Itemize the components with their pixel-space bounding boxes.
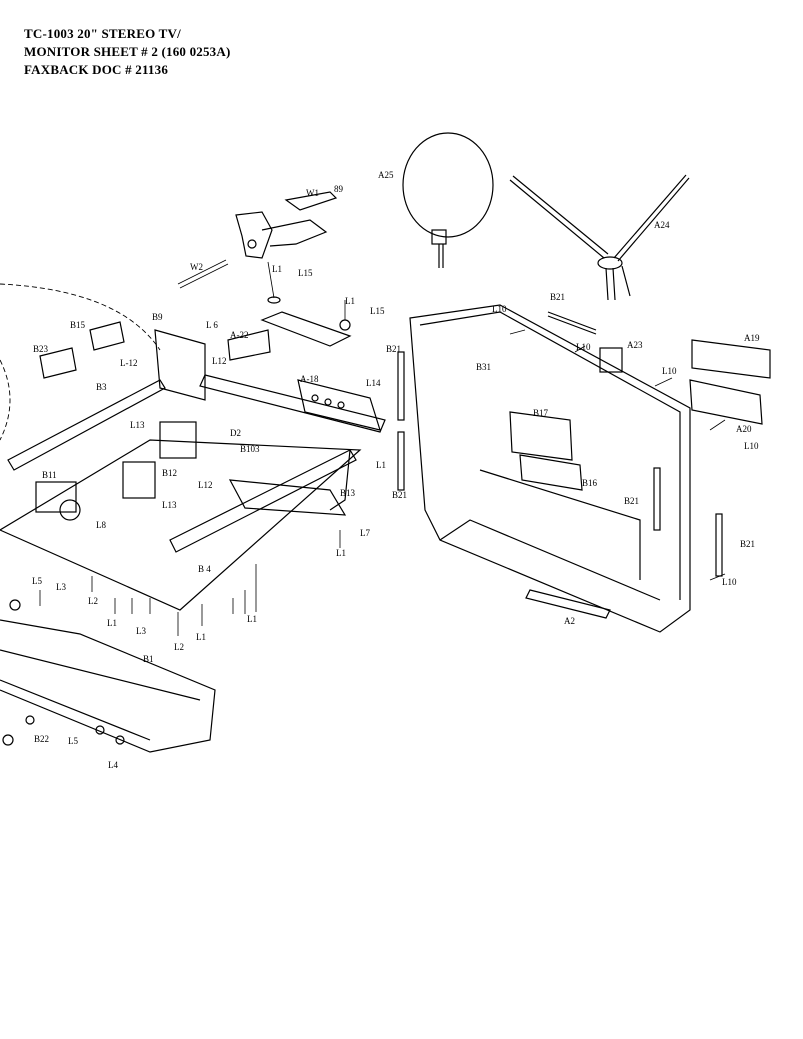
- label-l1-b: L1: [376, 460, 386, 470]
- label-l8: L8: [96, 520, 106, 530]
- label-a25: A25: [378, 170, 394, 180]
- header-line-sheet: MONITOR SHEET # 2 (160 0253A): [24, 44, 231, 59]
- part-labels: A25 A24 A23 A19 A20 A-22 A-18 A2 W1 89 W…: [32, 170, 760, 770]
- label-l1-e: L1: [196, 632, 206, 642]
- main-chassis: [0, 283, 386, 611]
- label-b17: B17: [533, 408, 549, 418]
- label-w2: W2: [190, 262, 203, 272]
- label-l1-a: L1: [345, 296, 355, 306]
- label-d2: D2: [230, 428, 241, 438]
- label-l12-a: L-12: [120, 358, 138, 368]
- main-board-b1: [0, 599, 216, 753]
- top-bracket-assembly: [177, 191, 338, 304]
- label-b21-top: B21: [550, 292, 565, 302]
- label-a19: A19: [744, 333, 760, 343]
- label-b1: B1: [143, 654, 154, 664]
- label-b16: B16: [582, 478, 598, 488]
- label-a22: A-22: [230, 330, 249, 340]
- label-b31: B31: [476, 362, 491, 372]
- label-b21-right: B21: [740, 539, 755, 549]
- label-l14: L14: [366, 378, 381, 388]
- label-l10-d: L10: [744, 441, 759, 451]
- label-l13-a: L13: [130, 420, 145, 430]
- label-l10-c: L10: [662, 366, 677, 376]
- label-b15: B15: [70, 320, 86, 330]
- header-line-faxback: FAXBACK DOC # 21136: [24, 62, 169, 77]
- label-l6: L 6: [206, 320, 218, 330]
- label-l5-b: L5: [68, 736, 78, 746]
- label-l10-a: L10: [492, 304, 507, 314]
- label-w1-89: 89: [334, 184, 344, 194]
- label-l13-b: L13: [162, 500, 177, 510]
- label-w1: W1: [306, 188, 319, 198]
- label-b22: B22: [34, 734, 49, 744]
- label-b103: B103: [240, 444, 260, 454]
- tv-cabinet: [397, 304, 771, 633]
- label-l2-b: L2: [174, 642, 184, 652]
- label-a18: A-18: [300, 374, 319, 384]
- label-l12-b: L12: [212, 356, 227, 366]
- label-l10-e: L10: [722, 577, 737, 587]
- label-a24: A24: [654, 220, 670, 230]
- label-l15-b: L15: [370, 306, 385, 316]
- chassis-screws: [39, 530, 341, 636]
- label-b21-left-top: B21: [386, 344, 401, 354]
- label-a23: A23: [627, 340, 643, 350]
- label-l4: L4: [108, 760, 118, 770]
- shield-plate: [260, 300, 352, 347]
- label-a20: A20: [736, 424, 752, 434]
- loop-antenna: [402, 132, 494, 268]
- label-a2: A2: [564, 616, 575, 626]
- label-b11: B11: [42, 470, 57, 480]
- rod-antenna: [509, 174, 690, 301]
- label-l1-d: L1: [107, 618, 117, 628]
- label-b13: B13: [340, 488, 356, 498]
- label-l1-top: L1: [272, 264, 282, 274]
- label-l3-a: L3: [56, 582, 66, 592]
- label-l12-c: L12: [198, 480, 213, 490]
- label-l15-a: L15: [298, 268, 313, 278]
- label-b12: B12: [162, 468, 177, 478]
- label-l2-a: L2: [88, 596, 98, 606]
- label-b23: B23: [33, 344, 49, 354]
- label-l1-c: L1: [336, 548, 346, 558]
- label-b14: B 4: [198, 564, 211, 574]
- label-l5-a: L5: [32, 576, 42, 586]
- label-b21-left-bottom: B21: [392, 490, 407, 500]
- label-l7: L7: [360, 528, 370, 538]
- label-b3: B3: [96, 382, 107, 392]
- label-l10-b: L10: [576, 342, 591, 352]
- header-line-model: TC-1003 20" STEREO TV/: [24, 26, 181, 41]
- label-l3-b: L3: [136, 626, 146, 636]
- label-l1-f: L1: [247, 614, 257, 624]
- label-b9: B9: [152, 312, 163, 322]
- label-b21-mid: B21: [624, 496, 639, 506]
